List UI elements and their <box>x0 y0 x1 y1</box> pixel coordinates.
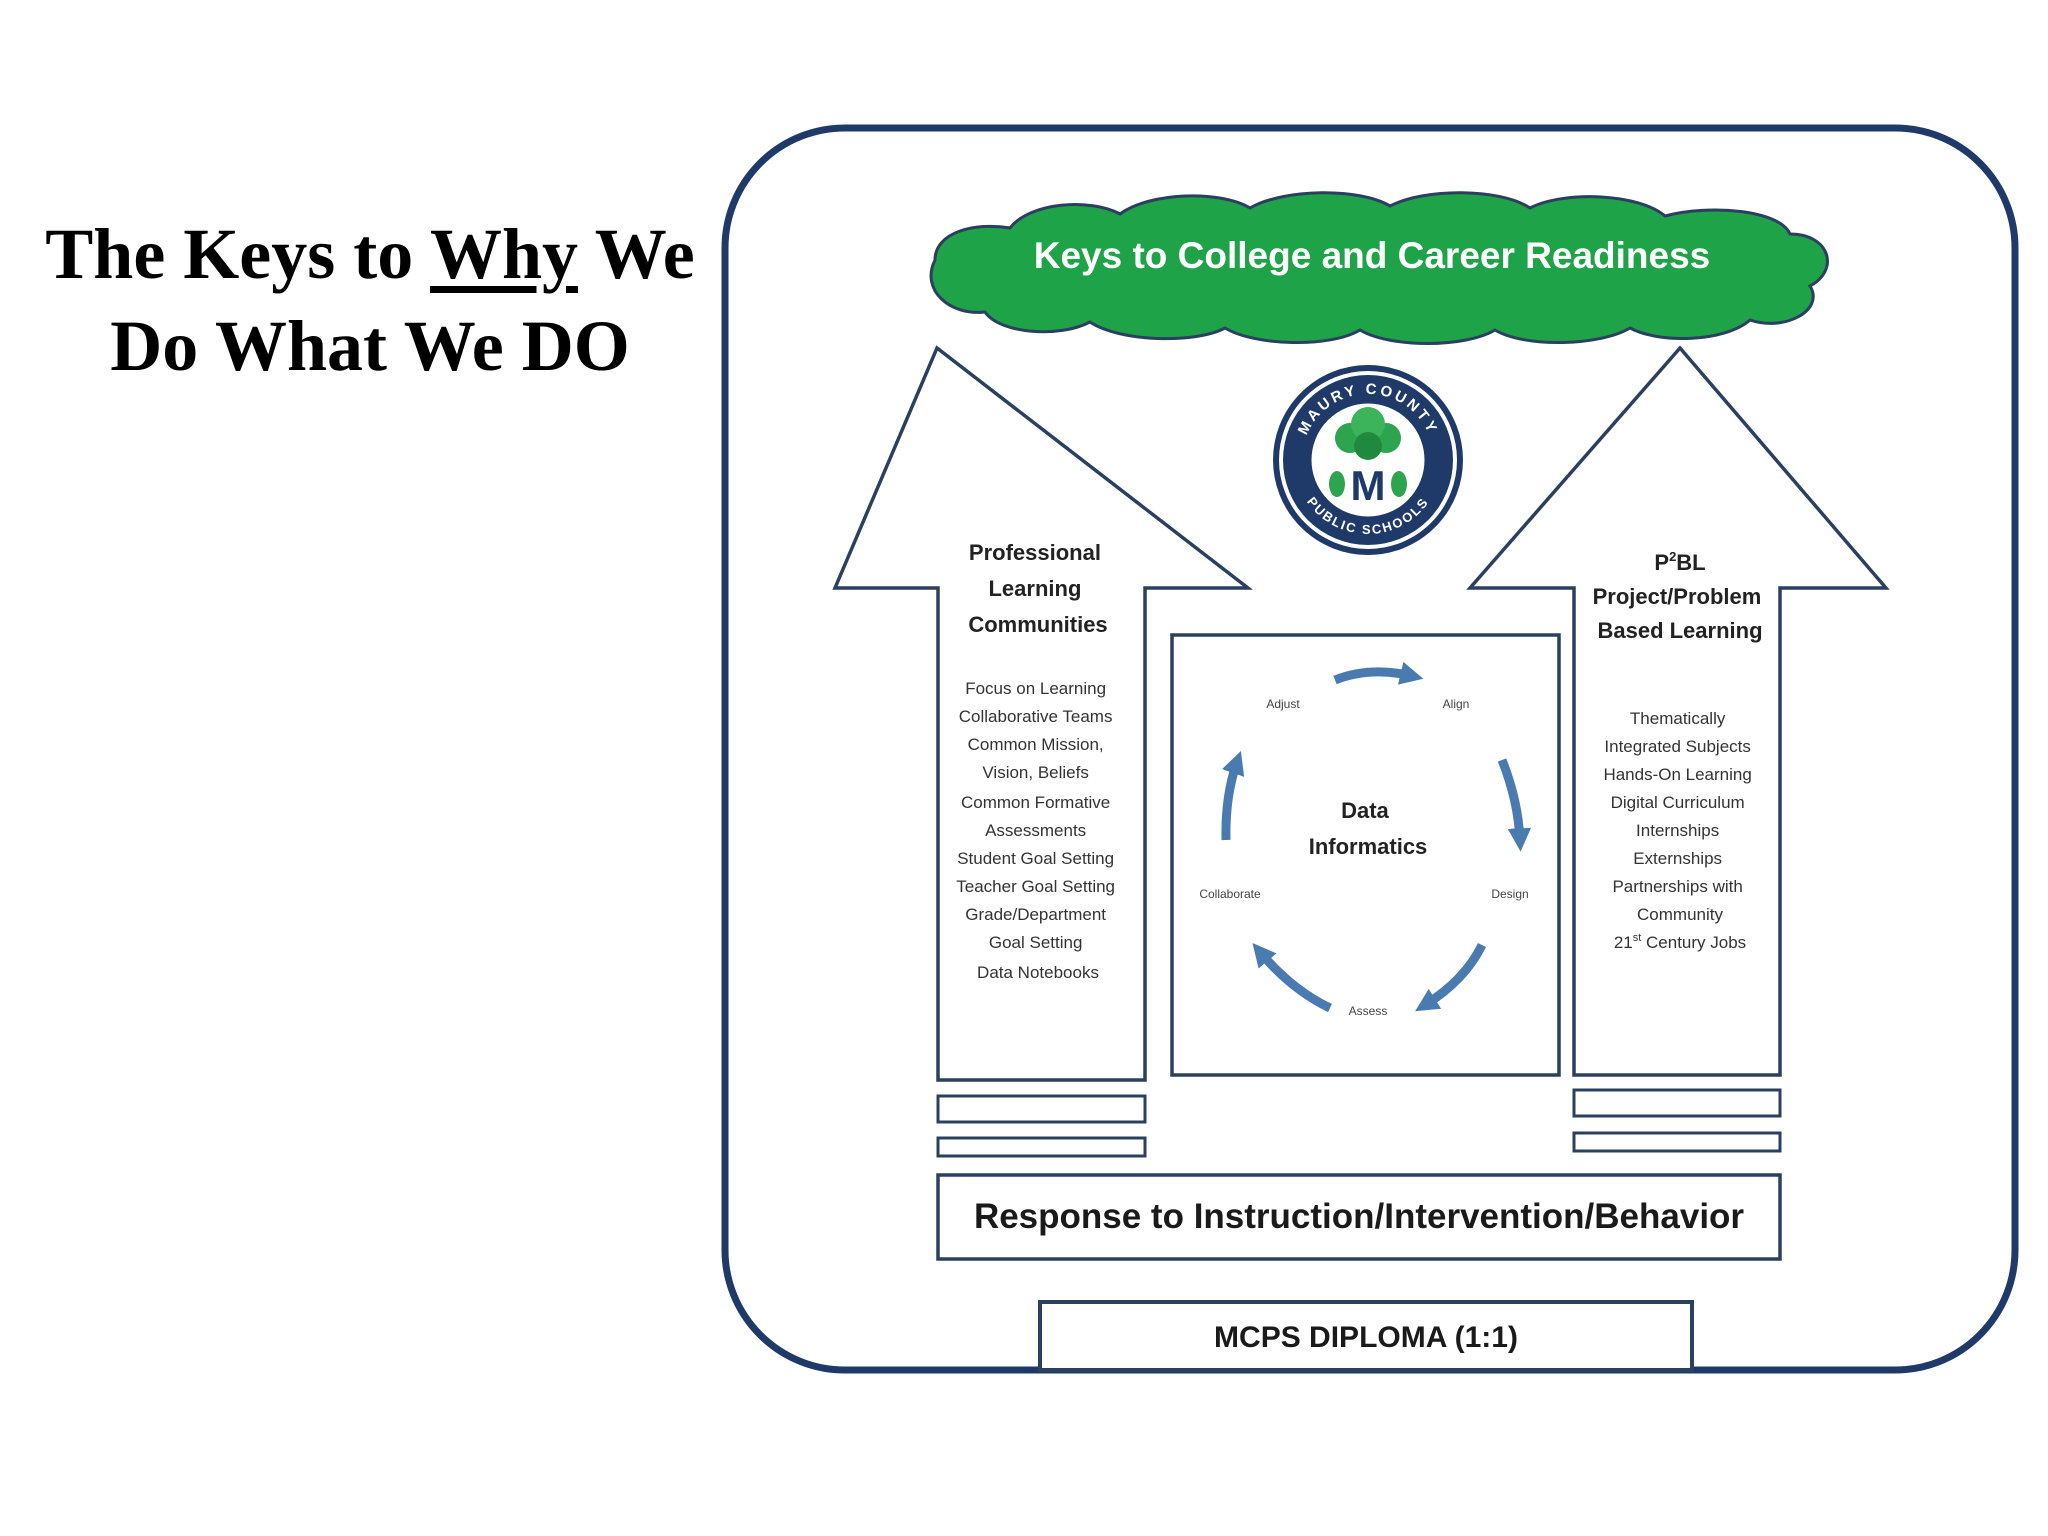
title-line-1: The Keys to Why We <box>0 208 740 300</box>
right-item: Digital Curriculum <box>1611 793 1745 812</box>
left-heading-line: Professional <box>969 540 1101 565</box>
stage-collaborate: Collaborate <box>1199 887 1261 901</box>
left-item: Common Mission, <box>968 735 1104 754</box>
cycle-center-line: Informatics <box>1309 834 1428 859</box>
diploma-text: MCPS DIPLOMA (1:1) <box>1214 1321 1518 1354</box>
right-item: Hands-On Learning <box>1603 765 1751 784</box>
title-line-2: Do What We DO <box>110 306 630 386</box>
logo-monogram: M <box>1351 462 1386 509</box>
cycle-center-label: Data Informatics <box>1309 798 1428 859</box>
rti-text: Response to Instruction/Intervention/Beh… <box>974 1197 1744 1236</box>
cloud-shape <box>929 191 1829 345</box>
cycle-arrow-collaborate-adjust <box>1221 750 1245 841</box>
tree-icon <box>1329 407 1407 497</box>
right-arrow-items: Thematically Integrated Subjects Hands-O… <box>1603 709 1756 924</box>
data-informatics-cycle: Data Informatics Adjust Align Design Ass… <box>1170 633 1561 1077</box>
left-base-bar <box>936 1136 1147 1158</box>
cloud-banner: Keys to College and Career Readiness <box>929 191 1829 345</box>
cloud-text: Keys to College and Career Readiness <box>1034 235 1711 276</box>
left-item: Focus on Learning <box>965 679 1106 698</box>
left-item: Collaborative Teams <box>959 707 1113 726</box>
right-heading-line: Based Learning <box>1597 618 1762 643</box>
right-base-bar <box>1572 1131 1782 1153</box>
right-item: Thematically <box>1630 709 1726 728</box>
left-arrow-heading: Professional Learning Communities <box>968 540 1107 637</box>
cycle-arrow-adjust-align <box>1333 661 1424 685</box>
right-item: Partnerships with <box>1612 877 1742 896</box>
stage-align: Align <box>1443 697 1470 711</box>
right-arrow-shape <box>1466 345 1890 1077</box>
left-item: Teacher Goal Setting <box>956 877 1115 896</box>
left-arrow-items: Focus on Learning Collaborative Teams Co… <box>956 679 1120 982</box>
left-item: Common Formative <box>961 793 1110 812</box>
right-item-21st-century: 21st Century Jobs <box>1614 932 1746 952</box>
right-item: Externships <box>1633 849 1722 868</box>
pillar-bases <box>936 1088 1782 1158</box>
left-arrow-plc: Professional Learning Communities Focus … <box>832 345 1254 1082</box>
right-heading-p2bl: P2BL <box>1654 549 1705 575</box>
title-text-start: The Keys to <box>45 214 414 294</box>
left-item: Student Goal Setting <box>957 849 1114 868</box>
left-heading-line: Learning <box>988 576 1081 601</box>
left-base-bar <box>936 1094 1147 1124</box>
cycle-center-line: Data <box>1341 798 1389 823</box>
slide-title: The Keys to Why We Do What We DO <box>0 208 740 392</box>
cycle-arrow-assess-collaborate <box>1252 943 1332 1013</box>
left-item: Grade/Department <box>965 905 1106 924</box>
title-emphasis-why: Why <box>429 214 579 294</box>
left-item: Vision, Beliefs <box>982 763 1088 782</box>
left-arrow-shape <box>832 345 1254 1082</box>
right-heading-line: Project/Problem <box>1593 584 1762 609</box>
cycle-box <box>1170 633 1561 1077</box>
left-item: Goal Setting <box>989 933 1083 952</box>
right-base-bar <box>1572 1088 1782 1118</box>
cycle-arrow-align-design <box>1497 758 1532 852</box>
cycle-arrow-design-assess <box>1415 942 1487 1012</box>
county-logo: MAURY COUNTY PUBLIC SCHOOLS M <box>1273 365 1463 555</box>
stage-adjust: Adjust <box>1266 697 1300 711</box>
right-item: Internships <box>1636 821 1719 840</box>
right-arrow-heading: Project/Problem Based Learning <box>1593 584 1768 643</box>
title-text-end: We <box>594 214 695 294</box>
left-item: Assessments <box>985 821 1086 840</box>
left-item: Data Notebooks <box>977 963 1099 982</box>
stage-assess: Assess <box>1349 1004 1388 1018</box>
right-item: Integrated Subjects <box>1604 737 1750 756</box>
stage-design: Design <box>1491 887 1528 901</box>
right-item: Community <box>1637 905 1723 924</box>
diploma-bar: MCPS DIPLOMA (1:1) <box>1038 1300 1694 1372</box>
rti-bar: Response to Instruction/Intervention/Beh… <box>936 1173 1782 1261</box>
right-arrow-pbl: P2BL Project/Problem Based Learning Them… <box>1466 345 1890 1077</box>
left-heading-line: Communities <box>968 612 1107 637</box>
